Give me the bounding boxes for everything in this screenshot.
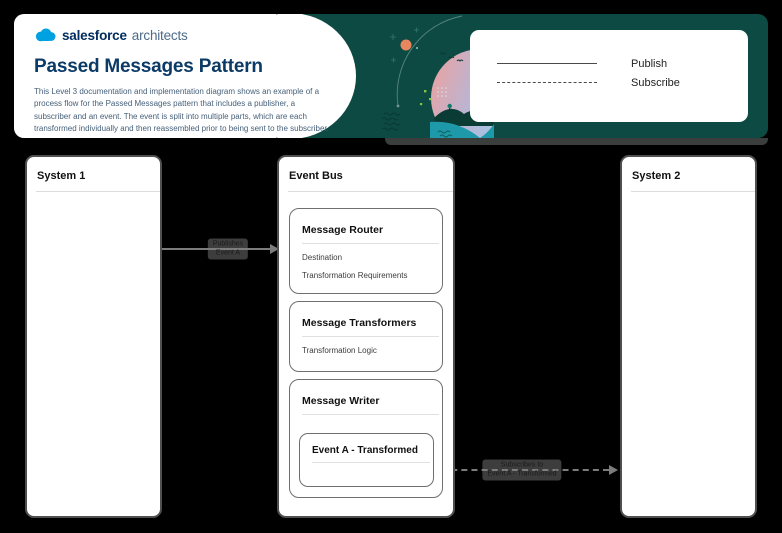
orbit-arc bbox=[396, 15, 463, 107]
message-router-divider bbox=[302, 243, 439, 244]
event-bus-box: Event Bus Message Router Destination Tra… bbox=[277, 155, 455, 518]
brand-name: salesforce bbox=[62, 27, 127, 43]
subscribe-connector-line bbox=[431, 469, 609, 471]
waves-left bbox=[381, 112, 401, 131]
subscribe-connector-label: Subscribes to Event A - Transformed bbox=[482, 459, 562, 481]
publish-connector-line bbox=[162, 248, 270, 250]
header-card-curve bbox=[224, 14, 356, 138]
dashed-line-swatch bbox=[497, 82, 597, 83]
brand-suffix: architects bbox=[131, 27, 188, 43]
orbit-dot bbox=[396, 104, 400, 108]
system2-box: System 2 bbox=[620, 155, 757, 518]
publish-connector-label: Publishes Event A bbox=[207, 238, 249, 260]
star-dot bbox=[416, 47, 418, 49]
teal-hill-right bbox=[480, 124, 494, 138]
system1-box: System 1 bbox=[25, 155, 162, 518]
salesforce-cloud-icon bbox=[35, 28, 56, 42]
header-banner: salesforce architects Passed Messages Pa… bbox=[14, 14, 768, 138]
message-transformers-box: Message Transformers Transformation Logi… bbox=[289, 301, 443, 372]
publish-arrowhead-icon bbox=[270, 244, 279, 254]
sun-icon bbox=[400, 39, 412, 51]
plus-marks bbox=[390, 27, 419, 63]
waves-bottom bbox=[437, 130, 453, 138]
message-router-box: Message Router Destination Transformatio… bbox=[289, 208, 443, 294]
message-transformers-title: Message Transformers bbox=[302, 317, 417, 329]
event-a-transformed-title: Event A - Transformed bbox=[312, 445, 418, 456]
legend-row-publish: Publish bbox=[470, 54, 748, 73]
publish-label-line1: Publishes bbox=[212, 240, 244, 248]
system1-title: System 1 bbox=[37, 170, 86, 182]
green-specks bbox=[420, 90, 432, 106]
tree-top bbox=[447, 103, 452, 109]
page-title: Passed Messages Pattern bbox=[34, 56, 263, 77]
publish-label-line2: Event A bbox=[215, 249, 241, 256]
legend-row-subscribe: Subscribe bbox=[470, 73, 748, 92]
legend-label-subscribe: Subscribe bbox=[631, 76, 680, 89]
event-bus-divider bbox=[288, 191, 453, 192]
dot-grid bbox=[437, 87, 447, 97]
legend-label-publish: Publish bbox=[631, 57, 668, 70]
teal-hill bbox=[430, 121, 480, 138]
system2-divider bbox=[631, 191, 755, 192]
message-transformers-divider bbox=[302, 336, 439, 337]
message-transformers-item-transformation-logic: Transformation Logic bbox=[302, 346, 377, 355]
subscribe-arrowhead-icon bbox=[609, 465, 618, 475]
tree-trunk bbox=[449, 107, 451, 115]
page-description: This Level 3 documentation and implement… bbox=[34, 87, 329, 133]
message-writer-box: Message Writer Event A - Transformed bbox=[289, 379, 443, 498]
message-router-item-destination: Destination bbox=[302, 253, 343, 262]
legend-card: Publish Subscribe bbox=[470, 30, 748, 122]
subscribe-label-line2: Event A - Transformed bbox=[487, 470, 557, 477]
system2-title: System 2 bbox=[632, 170, 681, 182]
birds-icon bbox=[439, 52, 464, 62]
event-bus-title: Event Bus bbox=[289, 170, 343, 182]
banner-shadow bbox=[385, 138, 768, 145]
event-a-transformed-divider bbox=[312, 462, 430, 463]
salesforce-architects-logo: salesforce architects bbox=[34, 27, 188, 43]
event-a-transformed-box: Event A - Transformed bbox=[299, 433, 434, 487]
subscribe-label-line1: Subscribes to bbox=[500, 461, 544, 469]
message-writer-title: Message Writer bbox=[302, 395, 380, 407]
message-router-title: Message Router bbox=[302, 224, 384, 236]
system1-divider bbox=[36, 191, 160, 192]
solid-line-swatch bbox=[497, 63, 597, 64]
message-writer-divider bbox=[302, 414, 439, 415]
message-router-item-transformation-requirements: Transformation Requirements bbox=[302, 271, 408, 280]
